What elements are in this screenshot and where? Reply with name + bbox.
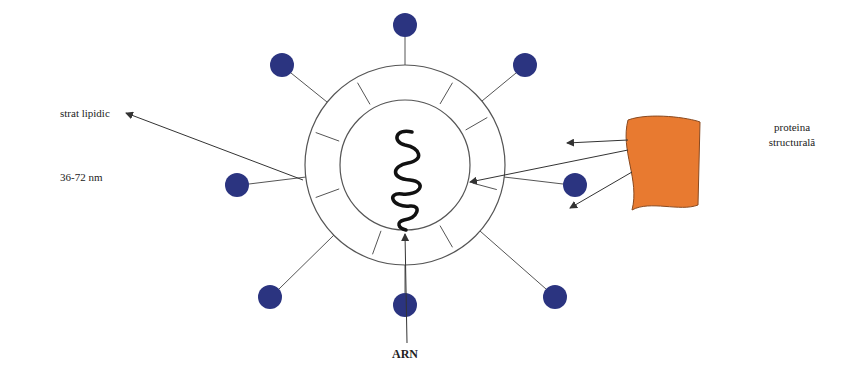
envelope-ticks (316, 83, 497, 255)
rna-strand (393, 131, 420, 230)
part-label: proteina structurală (752, 120, 832, 150)
spike-stalks (249, 37, 563, 293)
structural-protein-blob (626, 116, 700, 210)
dimension-label: 36-72 nm (60, 170, 102, 185)
capsid (340, 100, 470, 230)
leader-arrows (126, 113, 632, 343)
part-label: strat lipidic (60, 106, 110, 121)
part-label: ARN (392, 346, 418, 362)
